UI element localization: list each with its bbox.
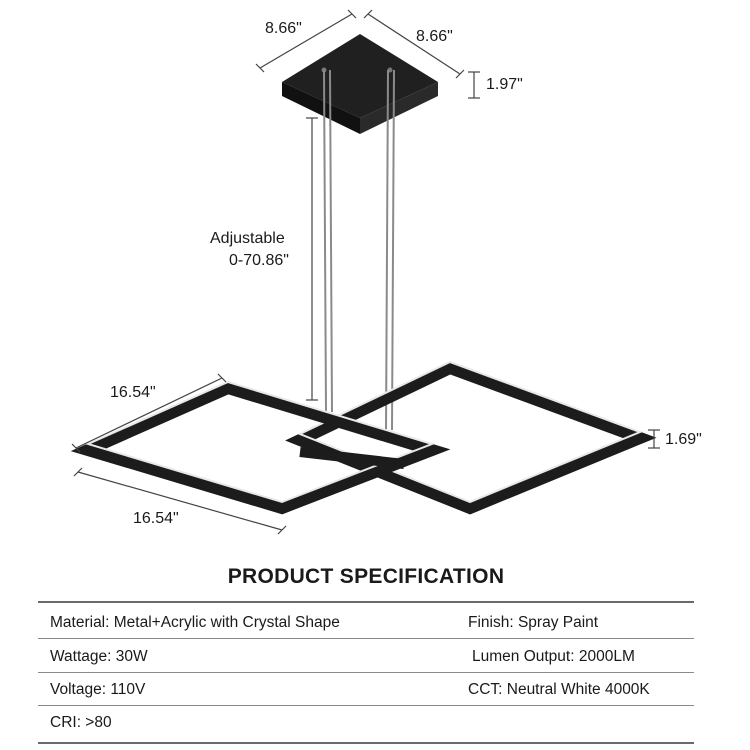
pendant-light-illustration	[70, 9, 660, 535]
frame-width-label: 16.54"	[110, 384, 156, 401]
spec-rule-top	[38, 601, 694, 603]
spec-cell-voltage: Voltage: 110V	[50, 681, 146, 698]
spec-rule-row1	[38, 638, 694, 639]
frame-depth-label: 16.54"	[133, 510, 179, 527]
spec-cell-cri: CRI: >80	[50, 714, 112, 731]
spec-cell-finish: Finish: Spray Paint	[468, 614, 599, 631]
canopy-width-label: 8.66"	[265, 20, 302, 37]
front-square-frame	[70, 380, 451, 515]
spec-rule-row2	[38, 672, 694, 673]
spec-cell-wattage: Wattage: 30W	[50, 648, 148, 665]
frame-height-label: 1.69"	[665, 431, 702, 448]
suspension-cables	[323, 69, 395, 431]
spec-title: PRODUCT SPECIFICATION	[227, 565, 505, 588]
rear-square-frame	[285, 360, 657, 515]
dimension-lines	[71, 9, 660, 535]
canopy-height-label: 1.97"	[486, 76, 523, 93]
adjustable-label: Adjustable	[210, 230, 285, 247]
canopy	[282, 34, 438, 134]
spec-cell-lumen: Lumen Output: 2000LM	[472, 648, 635, 665]
spec-rule-row3	[38, 705, 694, 706]
adjustable-range-label: 0-70.86"	[229, 252, 289, 269]
spec-rule-bottom	[38, 742, 694, 744]
spec-cell-cct: CCT: Neutral White 4000K	[468, 681, 650, 698]
canopy-depth-label: 8.66"	[416, 28, 453, 45]
spec-cell-material: Material: Metal+Acrylic with Crystal Sha…	[50, 614, 340, 631]
connector-bar	[299, 447, 405, 469]
